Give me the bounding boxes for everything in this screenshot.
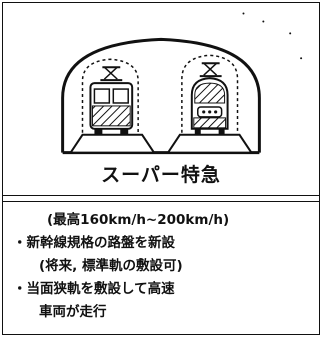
tunnel-arch [61,37,261,153]
clearance-right [181,54,239,133]
pantograph-right [199,62,222,78]
notes-block: (最高160km/h~200km/h) ・新幹線規格の路盤を新設 (将来, 標準… [13,209,313,324]
clearance-left [81,58,139,133]
divider-line [3,195,319,196]
note-line: ・当面狭軌を敷設して高速 [13,281,175,297]
tunnel-illustration [61,12,303,155]
note-line: 車両が走行 [39,304,107,320]
high-speed-car [190,77,229,135]
speed-range: (最高160km/h~200km/h) [47,212,230,228]
diagram-title: スーパー特急 [101,164,221,186]
note-line: ・新幹線規格の路盤を新設 [13,235,175,251]
pantograph-left [100,66,123,82]
note-line: (将来, 標準軌の敷設可) [39,258,183,274]
roadbed-left [68,133,156,154]
narrow-gauge-car [89,82,134,135]
divider-line [3,201,319,202]
roadbed-right [166,133,254,154]
diagram-frame: スーパー特急 (最高160km/h~200km/h) ・新幹線規格の路盤を新設 … [2,2,320,335]
